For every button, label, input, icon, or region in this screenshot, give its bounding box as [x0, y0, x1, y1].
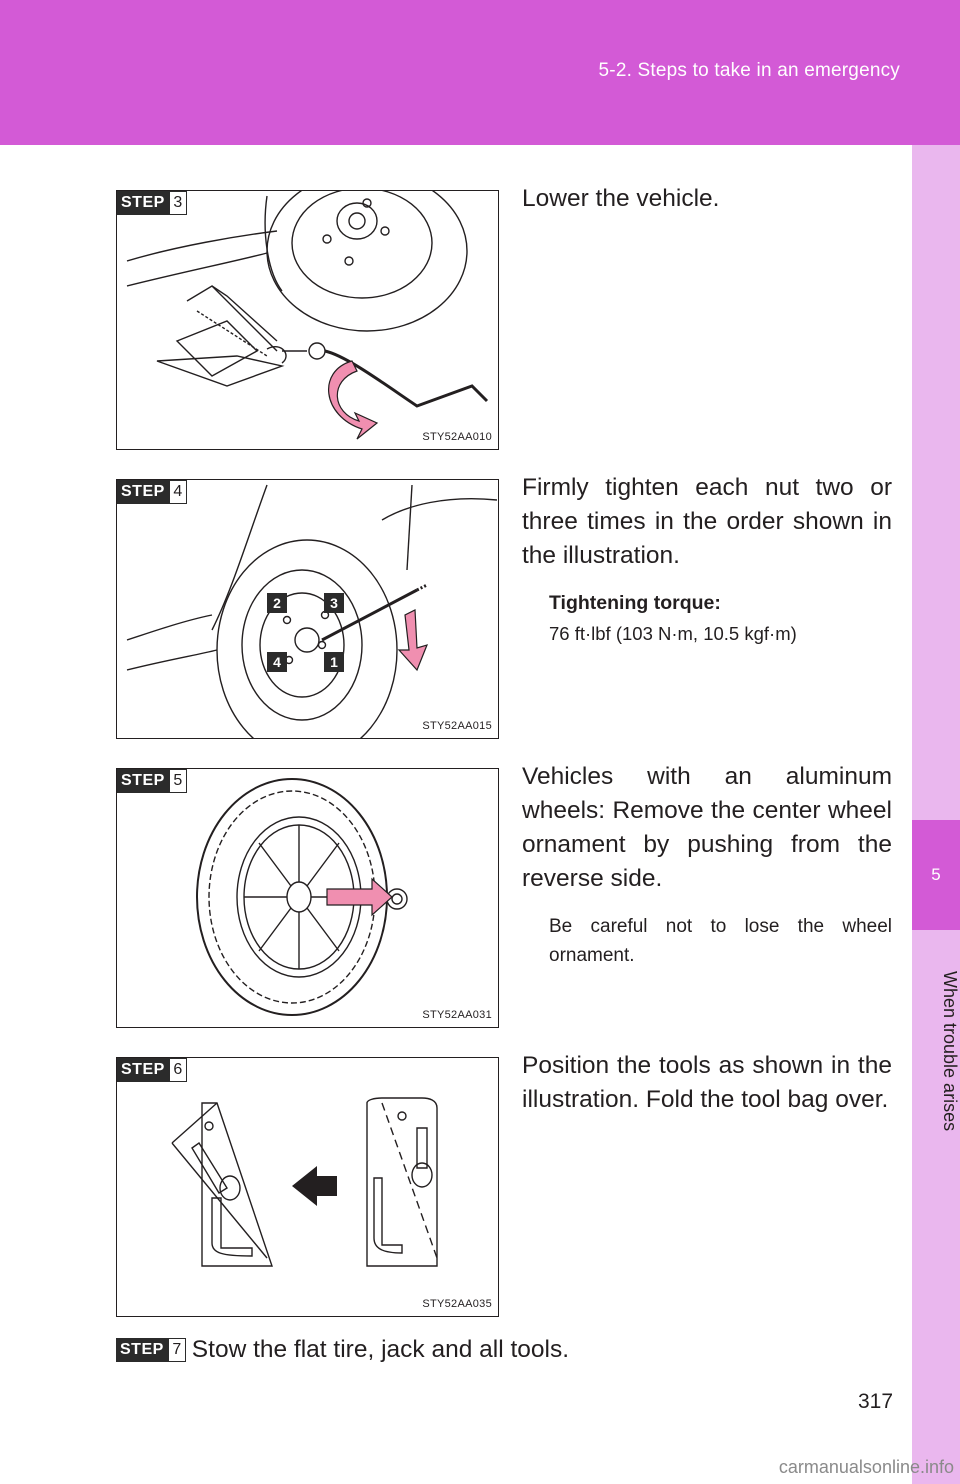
figure-code: STY52AA010	[422, 431, 492, 443]
step-7-text: Stow the flat tire, jack and all tools.	[191, 1336, 570, 1363]
step-7-row: STEP 7 Stow the flat tire, jack and all …	[116, 1336, 569, 1364]
figure-step-4: 2 3 4 1 STEP 4 STY52AA015	[116, 479, 499, 739]
step-number: 7	[167, 1338, 186, 1362]
step-4-text: Firmly tighten each nut two or three tim…	[522, 474, 892, 569]
step-badge: STEP 5	[117, 769, 187, 793]
page-header: 5-2. Steps to take in an emergency	[0, 0, 960, 145]
step-word: STEP	[116, 1338, 168, 1362]
nut-label-2-text: 2	[273, 595, 281, 611]
tool-bag-illustration	[171, 1097, 438, 1267]
step-word: STEP	[117, 480, 169, 504]
nut-label-1-text: 1	[330, 654, 338, 670]
figure-code: STY52AA015	[422, 720, 492, 732]
torque-heading: Tightening torque:	[549, 592, 721, 614]
step-word: STEP	[117, 191, 169, 215]
step-number: 3	[168, 191, 187, 215]
figure-step-6: STEP 6 STY52AA035	[116, 1057, 499, 1317]
step-number: 5	[168, 769, 187, 793]
nut-label-4	[267, 652, 287, 672]
step-6-text: Position the tools as shown in the illus…	[522, 1052, 892, 1113]
step-badge: STEP 3	[117, 191, 187, 215]
left-arrow-icon	[292, 1166, 337, 1206]
watermark: carmanualsonline.info	[778, 1457, 954, 1477]
chapter-title: When trouble arises	[912, 950, 960, 1150]
section-title: 5-2. Steps to take in an emergency	[598, 60, 900, 81]
chapter-number: 5	[931, 865, 941, 884]
step-number: 6	[168, 1058, 187, 1082]
step-3-text: Lower the vehicle.	[522, 185, 720, 212]
step-badge: STEP 4	[117, 480, 187, 504]
step-badge: STEP 7	[116, 1338, 186, 1362]
down-arrow-icon	[397, 609, 429, 672]
nut-label-1	[324, 652, 344, 672]
push-arrow-icon	[326, 877, 393, 917]
figure-step-5: STEP 5 STY52AA031	[116, 768, 499, 1028]
nut-label-3-text: 3	[330, 595, 338, 611]
nut-label-4-text: 4	[273, 654, 281, 670]
tighten-nuts-illustration: 2 3 4 1	[126, 484, 497, 738]
nut-label-3	[324, 593, 344, 613]
figure-step-3: STEP 3 STY52AA010	[116, 190, 499, 450]
chapter-number-box: 5	[912, 820, 960, 930]
page-number: 317	[858, 1390, 894, 1413]
step-word: STEP	[117, 769, 169, 793]
chapter-title-text: When trouble arises	[940, 970, 960, 1132]
nut-label-2	[267, 593, 287, 613]
rotate-arrow-icon	[328, 360, 379, 440]
figure-code: STY52AA035	[422, 1298, 492, 1310]
step-5-note: Be careful not to lose the wheel ornamen…	[549, 916, 892, 966]
wheel-ornament-illustration	[196, 778, 408, 1016]
figure-code: STY52AA031	[422, 1009, 492, 1021]
step-5-text: Vehicles with an aluminum wheels: Remove…	[522, 763, 892, 892]
torque-value: 76 ft·lbf (103 N·m, 10.5 kgf·m)	[549, 623, 797, 644]
step-badge: STEP 6	[117, 1058, 187, 1082]
chapter-side-tab	[912, 145, 960, 1484]
step-number: 4	[168, 480, 187, 504]
jack-lowering-illustration	[126, 191, 489, 440]
step-word: STEP	[117, 1058, 169, 1082]
